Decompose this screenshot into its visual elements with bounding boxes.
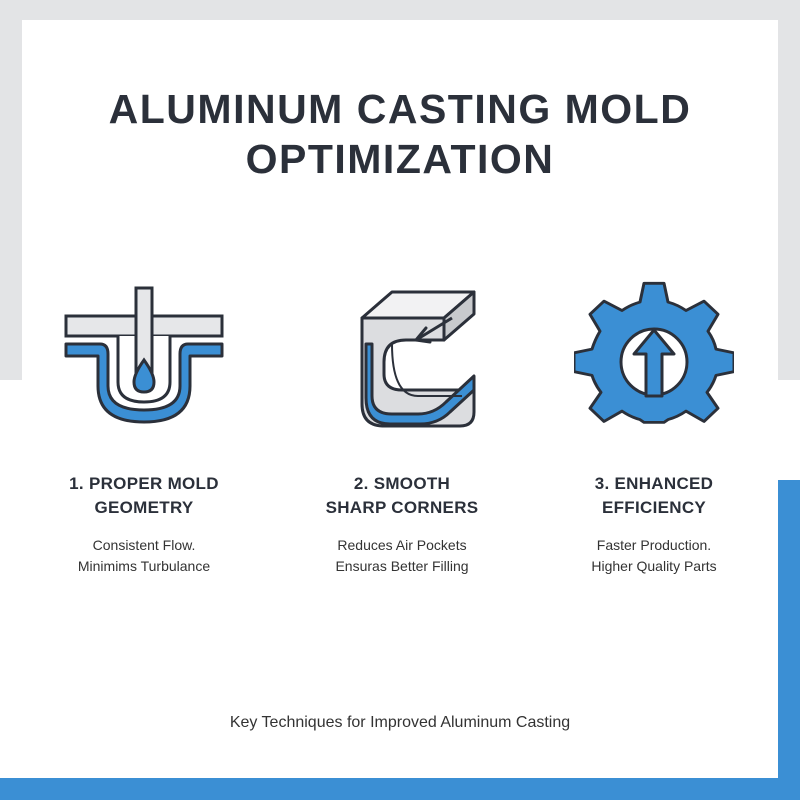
footer-caption: Key Techniques for Improved Aluminum Cas…: [229, 714, 571, 731]
background-blue-accent-right: [778, 480, 800, 800]
feature-1-title-line-2: GEOMETRY: [94, 498, 194, 517]
feature-3-title-line-2: EFFICIENCY: [601, 498, 707, 517]
feature-1-desc-line-1: Consistent Flow.: [92, 537, 196, 553]
feature-3-title: 3. ENHANCED EFFICIENCY: [549, 472, 759, 520]
feature-2-title: 2. SMOOTH SHARP CORNERS: [297, 472, 507, 520]
infographic-card: ALUMINUM CASTING MOLD OPTIMIZATION 1. PR…: [22, 20, 778, 778]
feature-2-desc-line-1: Reduces Air Pockets: [337, 537, 467, 553]
smooth-corner-icon: [322, 278, 482, 438]
gear-arrow-icon: [574, 278, 734, 438]
feature-mold-geometry: 1. PROPER MOLD GEOMETRY Consistent Flow.…: [39, 278, 249, 577]
feature-3-description: Faster Production. Higher Quality Parts: [549, 535, 759, 577]
feature-1-title: 1. PROPER MOLD GEOMETRY: [39, 472, 249, 520]
title-line-1: ALUMINUM CASTING MOLD: [108, 86, 692, 132]
feature-enhanced-efficiency: 3. ENHANCED EFFICIENCY Faster Production…: [549, 278, 759, 577]
feature-smooth-corners: 2. SMOOTH SHARP CORNERS Reduces Air Pock…: [297, 278, 507, 577]
feature-2-desc-line-2: Ensuras Better Filling: [335, 558, 469, 574]
feature-1-title-line-1: 1. PROPER MOLD: [69, 474, 219, 493]
feature-3-desc-line-2: Higher Quality Parts: [591, 558, 717, 574]
feature-1-description: Consistent Flow. Minimims Turbulance: [39, 535, 249, 577]
feature-2-title-line-1: 2. SMOOTH: [353, 474, 451, 493]
feature-3-title-line-1: 3. ENHANCED: [594, 474, 714, 493]
background-blue-accent-bottom: [0, 778, 800, 800]
feature-3-desc-line-1: Faster Production.: [596, 537, 712, 553]
mold-geometry-icon: [64, 278, 224, 438]
page-title: ALUMINUM CASTING MOLD OPTIMIZATION: [22, 84, 778, 184]
feature-1-desc-line-2: Minimims Turbulance: [77, 558, 211, 574]
feature-2-description: Reduces Air Pockets Ensuras Better Filli…: [297, 535, 507, 577]
title-line-2: OPTIMIZATION: [245, 136, 555, 182]
feature-2-title-line-2: SHARP CORNERS: [325, 498, 479, 517]
